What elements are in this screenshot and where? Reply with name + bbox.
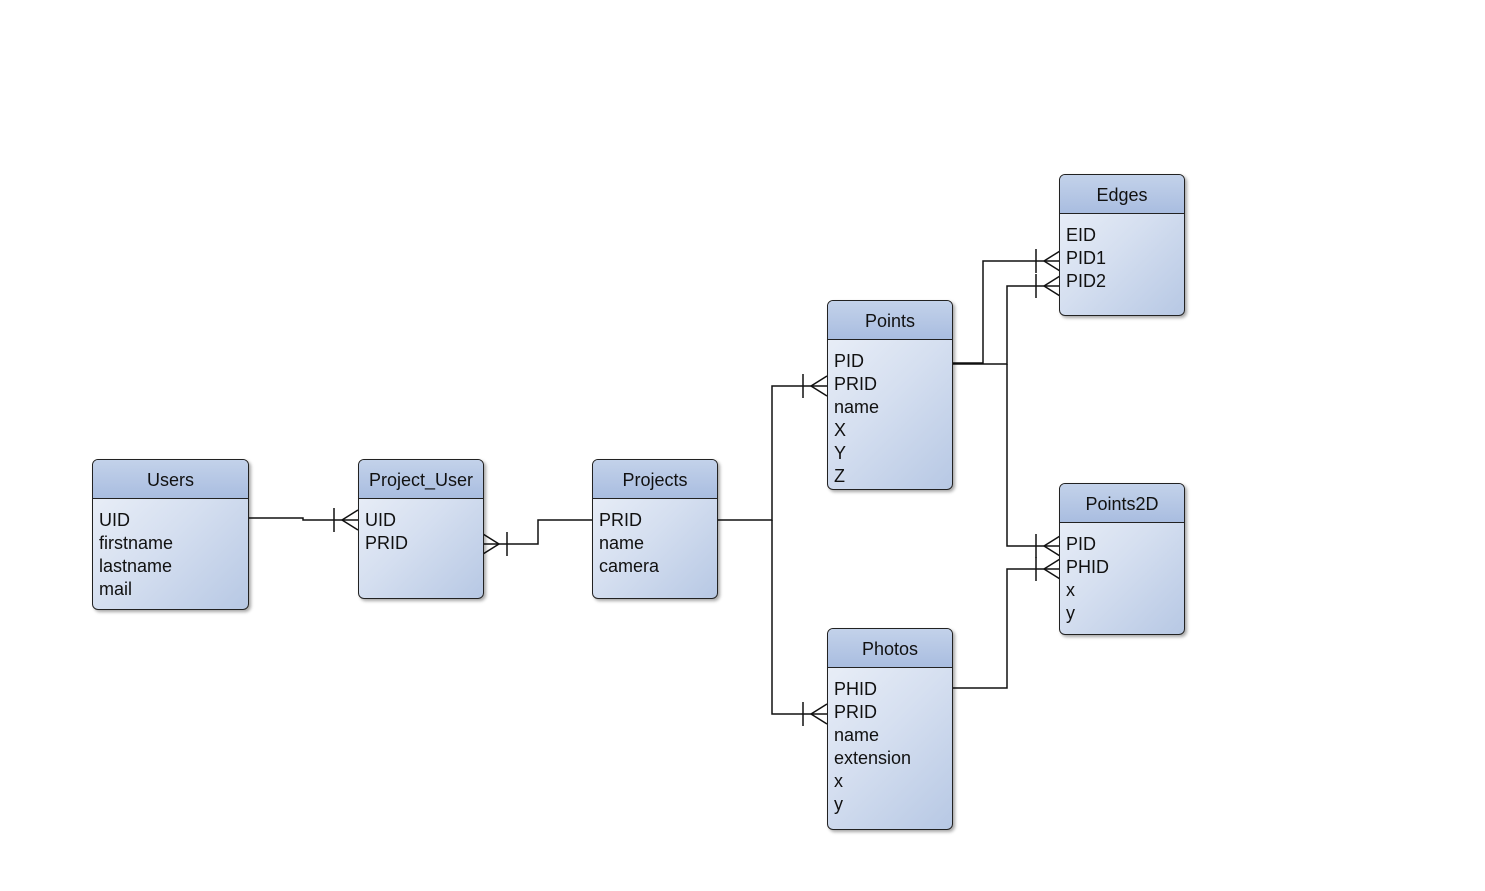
- field-item: PID: [1066, 534, 1097, 554]
- entity-title: Points2D: [1060, 484, 1184, 523]
- field-item: UID: [99, 510, 130, 530]
- entity-title: Users: [93, 460, 248, 499]
- field-item: x: [834, 771, 843, 791]
- field-list: PHID PRID name extension x y: [828, 668, 952, 816]
- field-item: UID: [365, 510, 396, 530]
- entity-edges[interactable]: Edges EID PID1 PID2: [1059, 174, 1185, 316]
- field-item: PID: [834, 351, 865, 371]
- rel-points-edges-pid2: [952, 274, 1061, 365]
- field-item: camera: [599, 556, 660, 576]
- field-item: y: [1066, 603, 1075, 623]
- field-item: name: [834, 725, 880, 745]
- field-list: PRID name camera: [593, 499, 717, 578]
- field-item: PRID: [834, 374, 878, 394]
- field-item: lastname: [99, 556, 173, 576]
- field-list: UID PRID: [359, 499, 483, 555]
- field-list: EID PID1 PID2: [1060, 214, 1184, 293]
- entity-title: Project_User: [359, 460, 483, 499]
- field-item: name: [834, 397, 880, 417]
- entity-title: Edges: [1060, 175, 1184, 214]
- entity-points[interactable]: Points PID PRID name X Y Z: [827, 300, 953, 490]
- field-item: PHID: [834, 679, 878, 699]
- rel-points-edges-pid1: [952, 249, 1061, 364]
- field-item: EID: [1066, 225, 1097, 245]
- field-item: mail: [99, 579, 133, 599]
- field-item: Y: [834, 443, 847, 463]
- rel-users-project-user: [248, 508, 359, 532]
- rel-projects-project-user: [482, 519, 593, 556]
- entity-photos[interactable]: Photos PHID PRID name extension x y: [827, 628, 953, 830]
- field-item: X: [834, 420, 847, 440]
- field-item: firstname: [99, 533, 174, 553]
- field-item: PHID: [1066, 557, 1110, 577]
- rel-projects-points: [717, 374, 828, 521]
- field-list: PID PHID x y: [1060, 523, 1184, 625]
- field-item: name: [599, 533, 645, 553]
- rel-points-points2d: [1006, 364, 1061, 558]
- field-item: PRID: [365, 533, 409, 553]
- entity-users[interactable]: Users UID firstname lastname mail: [92, 459, 249, 610]
- entity-points2d[interactable]: Points2D PID PHID x y: [1059, 483, 1185, 635]
- field-item: PID1: [1066, 248, 1107, 268]
- entity-projects[interactable]: Projects PRID name camera: [592, 459, 718, 599]
- field-item: extension: [834, 748, 912, 768]
- rel-projects-photos: [771, 520, 828, 726]
- field-item: PID2: [1066, 271, 1107, 291]
- field-item: y: [834, 794, 843, 814]
- entity-title: Projects: [593, 460, 717, 499]
- field-item: x: [1066, 580, 1075, 600]
- field-item: Z: [834, 466, 845, 486]
- entity-project-user[interactable]: Project_User UID PRID: [358, 459, 484, 599]
- entity-title: Photos: [828, 629, 952, 668]
- entity-title: Points: [828, 301, 952, 340]
- field-item: PRID: [834, 702, 878, 722]
- field-list: PID PRID name X Y Z: [828, 340, 952, 488]
- field-list: UID firstname lastname mail: [93, 499, 248, 601]
- field-item: PRID: [599, 510, 643, 530]
- rel-photos-points2d: [952, 557, 1061, 689]
